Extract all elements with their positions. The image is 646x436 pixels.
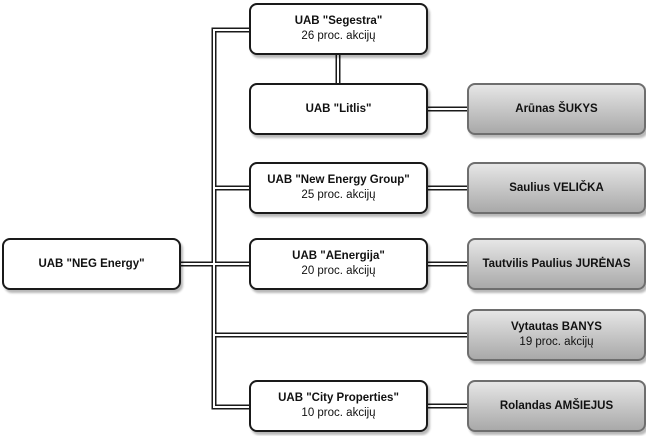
connector-trunk-inner	[213, 29, 249, 408]
node-name: UAB "AEnergija"	[292, 250, 385, 262]
node-share: 10 proc. akcijų	[301, 407, 376, 419]
node-name: UAB "Segestra"	[294, 15, 383, 27]
node-litlis: UAB "Litlis"	[249, 83, 428, 135]
node-new-energy-group: UAB "New Energy Group" 25 proc. akcijų	[249, 162, 428, 214]
node-tautvilis-jurenas: Tautvilis Paulius JURĖNAS	[467, 238, 646, 290]
node-share: 26 proc. akcijų	[301, 30, 376, 42]
node-share: 20 proc. akcijų	[301, 265, 376, 277]
node-segestra: UAB "Segestra" 26 proc. akcijų	[249, 3, 428, 55]
node-rolandas-amsiejus: Rolandas AMŠIEJUS	[467, 380, 646, 432]
node-name: Saulius VELIČKA	[509, 181, 604, 194]
node-name: Rolandas AMŠIEJUS	[499, 399, 614, 412]
node-name: Arūnas ŠUKYS	[515, 102, 598, 115]
node-name: UAB "New Energy Group"	[267, 174, 410, 186]
node-share: 19 proc. akcijų	[519, 336, 594, 348]
connector-trunk	[211, 27, 249, 410]
node-share: 25 proc. akcijų	[301, 189, 376, 201]
node-name: Tautvilis Paulius JURĖNAS	[482, 257, 631, 270]
node-name: Vytautas BANYS	[511, 321, 602, 333]
node-name: UAB "Litlis"	[305, 102, 372, 115]
node-name: UAB "NEG Energy"	[38, 257, 145, 270]
node-name: UAB "City Properties"	[278, 392, 399, 404]
node-city-properties: UAB "City Properties" 10 proc. akcijų	[249, 380, 428, 432]
node-neg-energy: UAB "NEG Energy"	[2, 238, 181, 290]
node-vytautas-banys: Vytautas BANYS 19 proc. akcijų	[467, 309, 646, 361]
node-arunas-sukys: Arūnas ŠUKYS	[467, 83, 646, 135]
node-aenergija: UAB "AEnergija" 20 proc. akcijų	[249, 238, 428, 290]
node-saulius-velicka: Saulius VELIČKA	[467, 162, 646, 214]
